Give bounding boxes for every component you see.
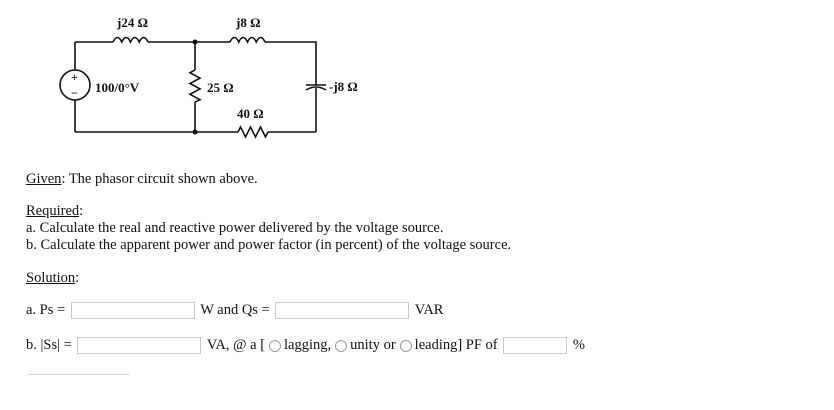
ps-input[interactable]	[70, 302, 195, 320]
va-label: VA, @ a [	[206, 337, 266, 353]
source-plus: +	[71, 70, 78, 84]
capacitor	[305, 84, 327, 91]
answer-b-row: b. |Ss| = VA, @ a [ lagging, unity or leadi…	[26, 337, 585, 355]
var-unit: VAR	[414, 302, 444, 318]
required-a: a. Calculate the real and reactive power…	[26, 220, 444, 236]
ps-label: a. Ps =	[26, 302, 66, 318]
lagging-radio[interactable]	[269, 339, 282, 352]
divider	[28, 374, 130, 375]
given-text: : The phasor circuit shown above.	[61, 171, 258, 187]
label-40: 40 Ω	[237, 106, 264, 121]
w-and-qs-label: W and Qs =	[200, 302, 270, 318]
resistor-40	[237, 125, 269, 139]
label-capacitor: -j8 Ω	[329, 79, 358, 94]
label-25: 25 Ω	[207, 80, 234, 95]
percent-unit: %	[572, 337, 585, 353]
required-heading: Required:	[26, 203, 83, 220]
resistor-25	[188, 69, 202, 103]
leading-radio[interactable]	[399, 339, 412, 352]
label-j24: j24 Ω	[116, 15, 148, 30]
label-source: 100/0°V	[95, 80, 140, 95]
inductor-j24	[112, 36, 149, 44]
unity-label: unity or	[350, 337, 396, 353]
source-minus: −	[71, 86, 78, 100]
required-b: b. Calculate the apparent power and powe…	[26, 237, 512, 253]
circuit-diagram: + − j24 Ω j8 Ω 100/0°V 25 Ω -j8 Ω 40 Ω	[59, 15, 358, 139]
required-label: Required	[26, 203, 80, 219]
voltage-source	[59, 69, 91, 101]
pf-input[interactable]	[503, 337, 568, 355]
inductor-j8	[229, 36, 266, 44]
lagging-label: lagging,	[284, 337, 332, 353]
solution-label: Solution	[26, 270, 76, 286]
label-j8: j8 Ω	[235, 15, 261, 30]
ss-label: b. |Ss| =	[26, 337, 72, 353]
solution-colon: :	[75, 270, 80, 286]
required-colon: :	[79, 203, 84, 219]
solution-heading: Solution:	[26, 270, 79, 287]
given-line: Given: The phasor circuit shown above.	[26, 171, 258, 188]
answer-a-row: a. Ps = W and Qs = VAR	[26, 302, 444, 320]
qs-input[interactable]	[275, 302, 410, 320]
ss-input[interactable]	[77, 337, 202, 355]
given-label: Given	[26, 171, 62, 187]
wire-top	[75, 41, 317, 85]
unity-radio[interactable]	[335, 339, 348, 352]
leading-label: leading] PF of	[414, 337, 498, 353]
